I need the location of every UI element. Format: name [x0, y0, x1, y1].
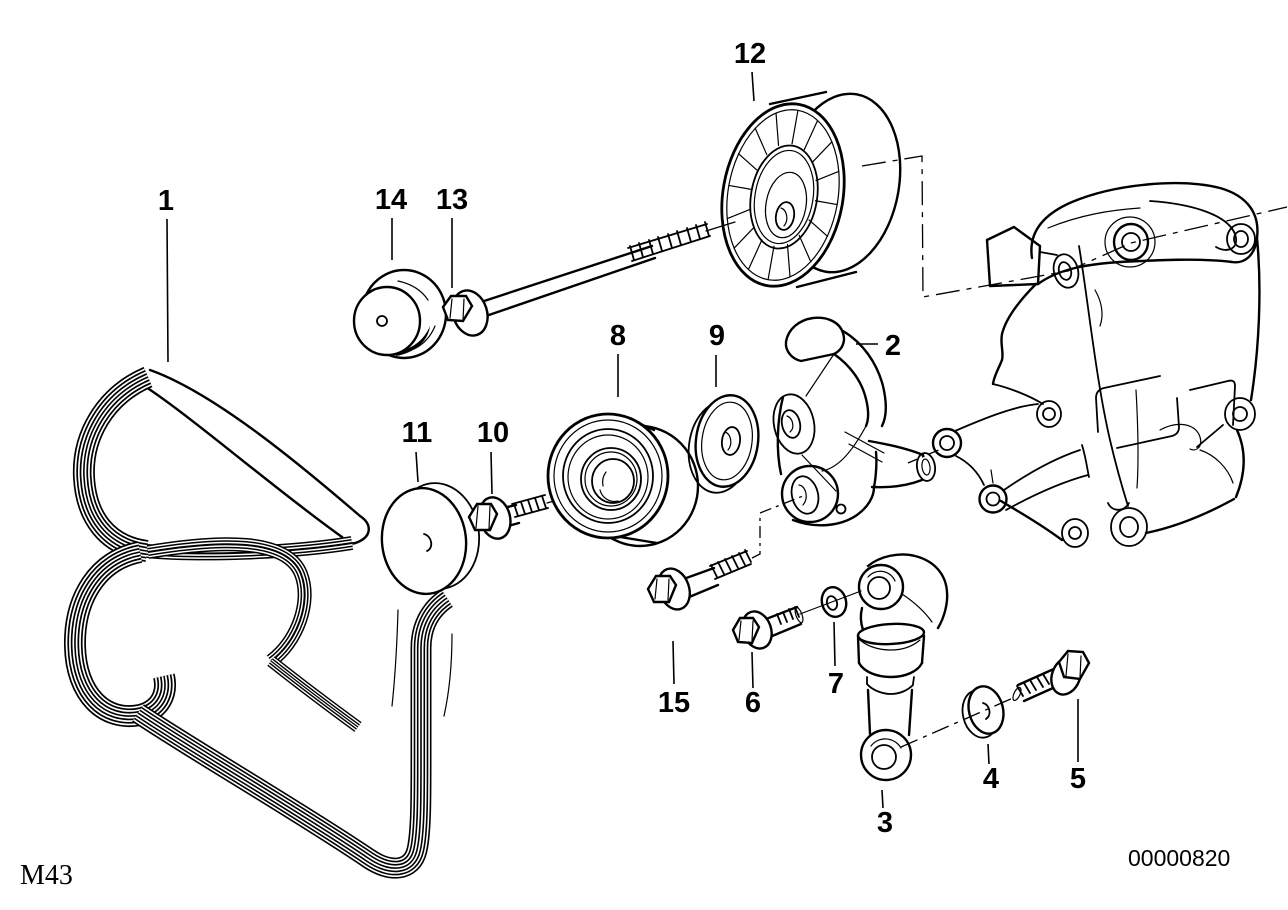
callout-2: 2	[885, 330, 901, 362]
callout-10: 10	[477, 417, 509, 449]
callout-13: 13	[436, 184, 468, 216]
engine-bracket-drawing	[931, 181, 1261, 548]
leader-3	[881, 789, 884, 809]
bolt-6-drawing	[731, 605, 804, 650]
callout-12: 12	[734, 38, 766, 70]
leader-4	[987, 743, 990, 765]
belt-drawing	[75, 370, 452, 868]
callout-11: 11	[402, 417, 433, 449]
drawing-number-label: 00000820	[1128, 845, 1230, 871]
callout-4: 4	[983, 763, 999, 795]
callout-14: 14	[375, 184, 407, 216]
damper-3-drawing	[856, 553, 949, 782]
washer-9-drawing	[687, 394, 760, 494]
bolt-13-drawing	[441, 221, 736, 337]
callout-8: 8	[610, 320, 626, 352]
callout-5: 5	[1070, 763, 1086, 795]
callout-numbers: 1 2 3 4 5 6 7 8 9 10 11 12 13 14 15	[158, 38, 1086, 839]
bolt-15-drawing	[646, 549, 752, 611]
leader-10	[490, 451, 493, 495]
callout-15: 15	[658, 687, 690, 719]
bolt-10-drawing	[467, 494, 562, 540]
leader-1	[166, 218, 169, 363]
pulley-8-drawing	[546, 412, 700, 548]
pulley-12-drawing	[720, 90, 902, 289]
callout-1: 1	[158, 185, 174, 217]
cover-disc-11-drawing	[380, 482, 481, 596]
engine-code-label: M43	[20, 860, 73, 891]
leader-lines	[166, 71, 1079, 809]
callout-6: 6	[745, 687, 761, 719]
callout-7: 7	[828, 668, 844, 700]
callout-3: 3	[877, 807, 893, 839]
leader-6	[751, 651, 754, 689]
leader-7	[833, 621, 836, 667]
washer-4-drawing	[961, 685, 1005, 739]
washer-7-drawing	[820, 585, 848, 619]
bolt-5-drawing	[1012, 649, 1091, 703]
assembly-axis-lines	[751, 155, 1288, 748]
tensioner-bracket-2-drawing	[772, 316, 937, 527]
leader-11	[415, 451, 419, 483]
callout-9: 9	[709, 320, 725, 352]
leader-12	[751, 71, 755, 102]
leader-15	[672, 640, 675, 685]
cap-14-drawing	[352, 268, 448, 360]
